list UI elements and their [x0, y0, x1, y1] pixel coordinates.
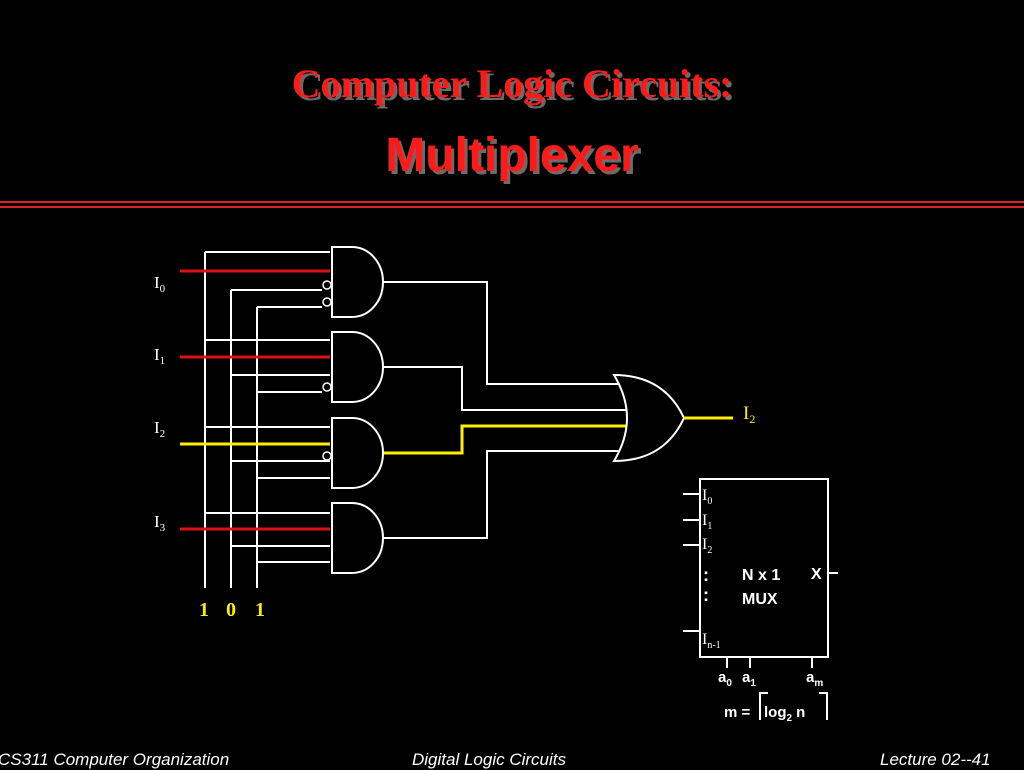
gate0-output-wire [384, 281, 622, 385]
gate-output-wires [384, 281, 628, 539]
title-rule-bottom [0, 206, 1024, 208]
select-value-0: 1 [199, 599, 209, 621]
and-gates [331, 246, 384, 574]
and-gate-1-icon [331, 331, 384, 403]
gate3-output-wire [384, 450, 622, 539]
input-label-1: I1 [154, 345, 165, 367]
mux-input-label-1: I1 [702, 512, 712, 532]
footer-course: CS311 Computer Organization [0, 750, 230, 769]
footer-lecture: Lecture 02--41 [880, 750, 991, 769]
formula-left: m = [724, 704, 751, 721]
ceiling-right-icon [819, 692, 828, 720]
mux-input-label-n: In-1 [702, 631, 721, 651]
ceiling-left-icon [759, 692, 768, 720]
inversion-bubbles [322, 280, 332, 461]
input-labels: I0 I1 I2 I3 [154, 273, 166, 534]
mux-label-line1: N x 1 [742, 567, 780, 584]
mux-output-label: X [811, 566, 822, 583]
select-value-2: 1 [255, 599, 265, 621]
output-label: I2 [743, 403, 755, 426]
mux-box [699, 478, 829, 658]
select-lines [204, 251, 330, 588]
selected-path-wire [384, 424, 630, 455]
mux-block: I0 I1 I2 In-1 : : N x 1 MUX X a0 a1 am m… [683, 478, 838, 724]
footer-topic: Digital Logic Circuits [412, 750, 566, 769]
mux-select-label-1: a1 [742, 669, 756, 689]
mux-ellipsis: : [703, 565, 709, 585]
bubble-icon [322, 297, 332, 307]
input-label-0: I0 [154, 273, 166, 295]
mux-select-label-0: a0 [718, 669, 732, 689]
title-rule-top [0, 201, 1024, 203]
slide-subtitle: Multiplexer [385, 129, 639, 182]
input-lines [180, 269, 330, 531]
bubble-icon [322, 382, 332, 392]
mux-select-label-m: am [806, 669, 823, 689]
slide-title: Computer Logic Circuits: [291, 61, 733, 106]
and-gate-2-icon [331, 417, 384, 489]
input-label-2: I2 [154, 418, 165, 440]
gate1-output-wire [384, 366, 628, 411]
mux-input-label-2: I2 [702, 536, 712, 556]
bubble-icon [322, 280, 332, 290]
mux-ellipsis: : [703, 585, 709, 605]
input-label-3: I3 [154, 512, 166, 534]
and-gate-3-icon [331, 502, 384, 574]
bubble-icon [322, 451, 332, 461]
mux-label-line2: MUX [742, 591, 778, 608]
or-gate-icon [612, 373, 686, 463]
select-value-1: 0 [226, 599, 236, 621]
mux-pins [683, 493, 838, 668]
select-values: 1 0 1 [199, 599, 265, 621]
and-gate-0-icon [331, 246, 384, 318]
mux-input-label-0: I0 [702, 487, 712, 507]
